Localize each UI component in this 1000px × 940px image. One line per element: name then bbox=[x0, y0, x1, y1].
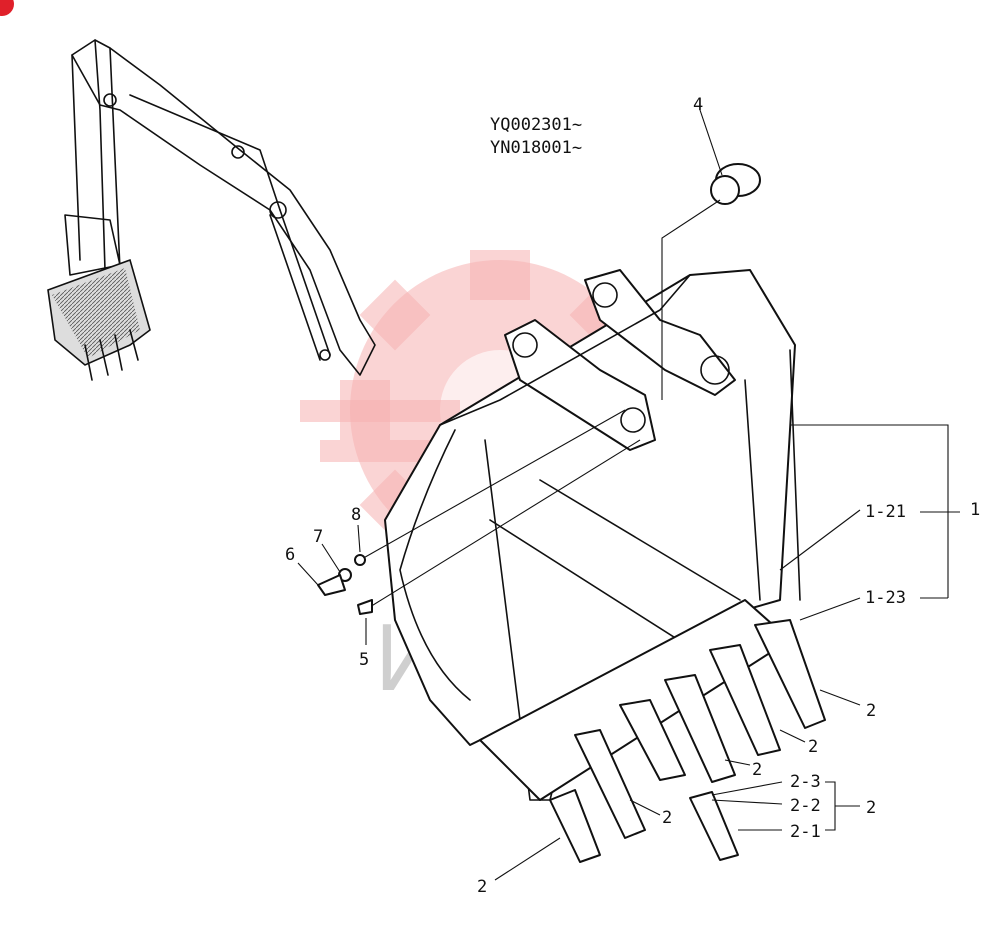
callout-2-2: 2-2 bbox=[790, 796, 821, 816]
callout-4: 4 bbox=[693, 95, 703, 115]
callout-2-mid: 2 bbox=[752, 760, 762, 780]
badge-icon bbox=[0, 0, 14, 16]
callout-2-bottom: 2 bbox=[477, 877, 487, 897]
serial-line-1: YQ002301~ bbox=[490, 115, 582, 135]
callout-6: 6 bbox=[285, 545, 295, 565]
callout-1-21: 1-21 bbox=[865, 502, 906, 522]
serial-line-2: YN018001~ bbox=[490, 138, 582, 158]
callout-2-1: 2-1 bbox=[790, 822, 821, 842]
callout-2-mid-right: 2 bbox=[808, 737, 818, 757]
pin-cap-part bbox=[661, 163, 761, 400]
bolt-hardware bbox=[317, 409, 641, 615]
callout-2-group: 2 bbox=[866, 798, 876, 818]
callout-1: 1 bbox=[970, 500, 980, 520]
callout-2-3: 2-3 bbox=[790, 772, 821, 792]
callout-8: 8 bbox=[351, 505, 361, 525]
leader-lines bbox=[297, 109, 960, 881]
tooth-detail bbox=[689, 791, 739, 861]
excavator-arm-illustration bbox=[47, 39, 376, 381]
callout-2-center: 2 bbox=[662, 808, 672, 828]
bucket-teeth bbox=[549, 619, 826, 863]
callout-2-right: 2 bbox=[866, 701, 876, 721]
callout-5: 5 bbox=[359, 650, 369, 670]
callout-1-23: 1-23 bbox=[865, 588, 906, 608]
callout-7: 7 bbox=[313, 527, 323, 547]
